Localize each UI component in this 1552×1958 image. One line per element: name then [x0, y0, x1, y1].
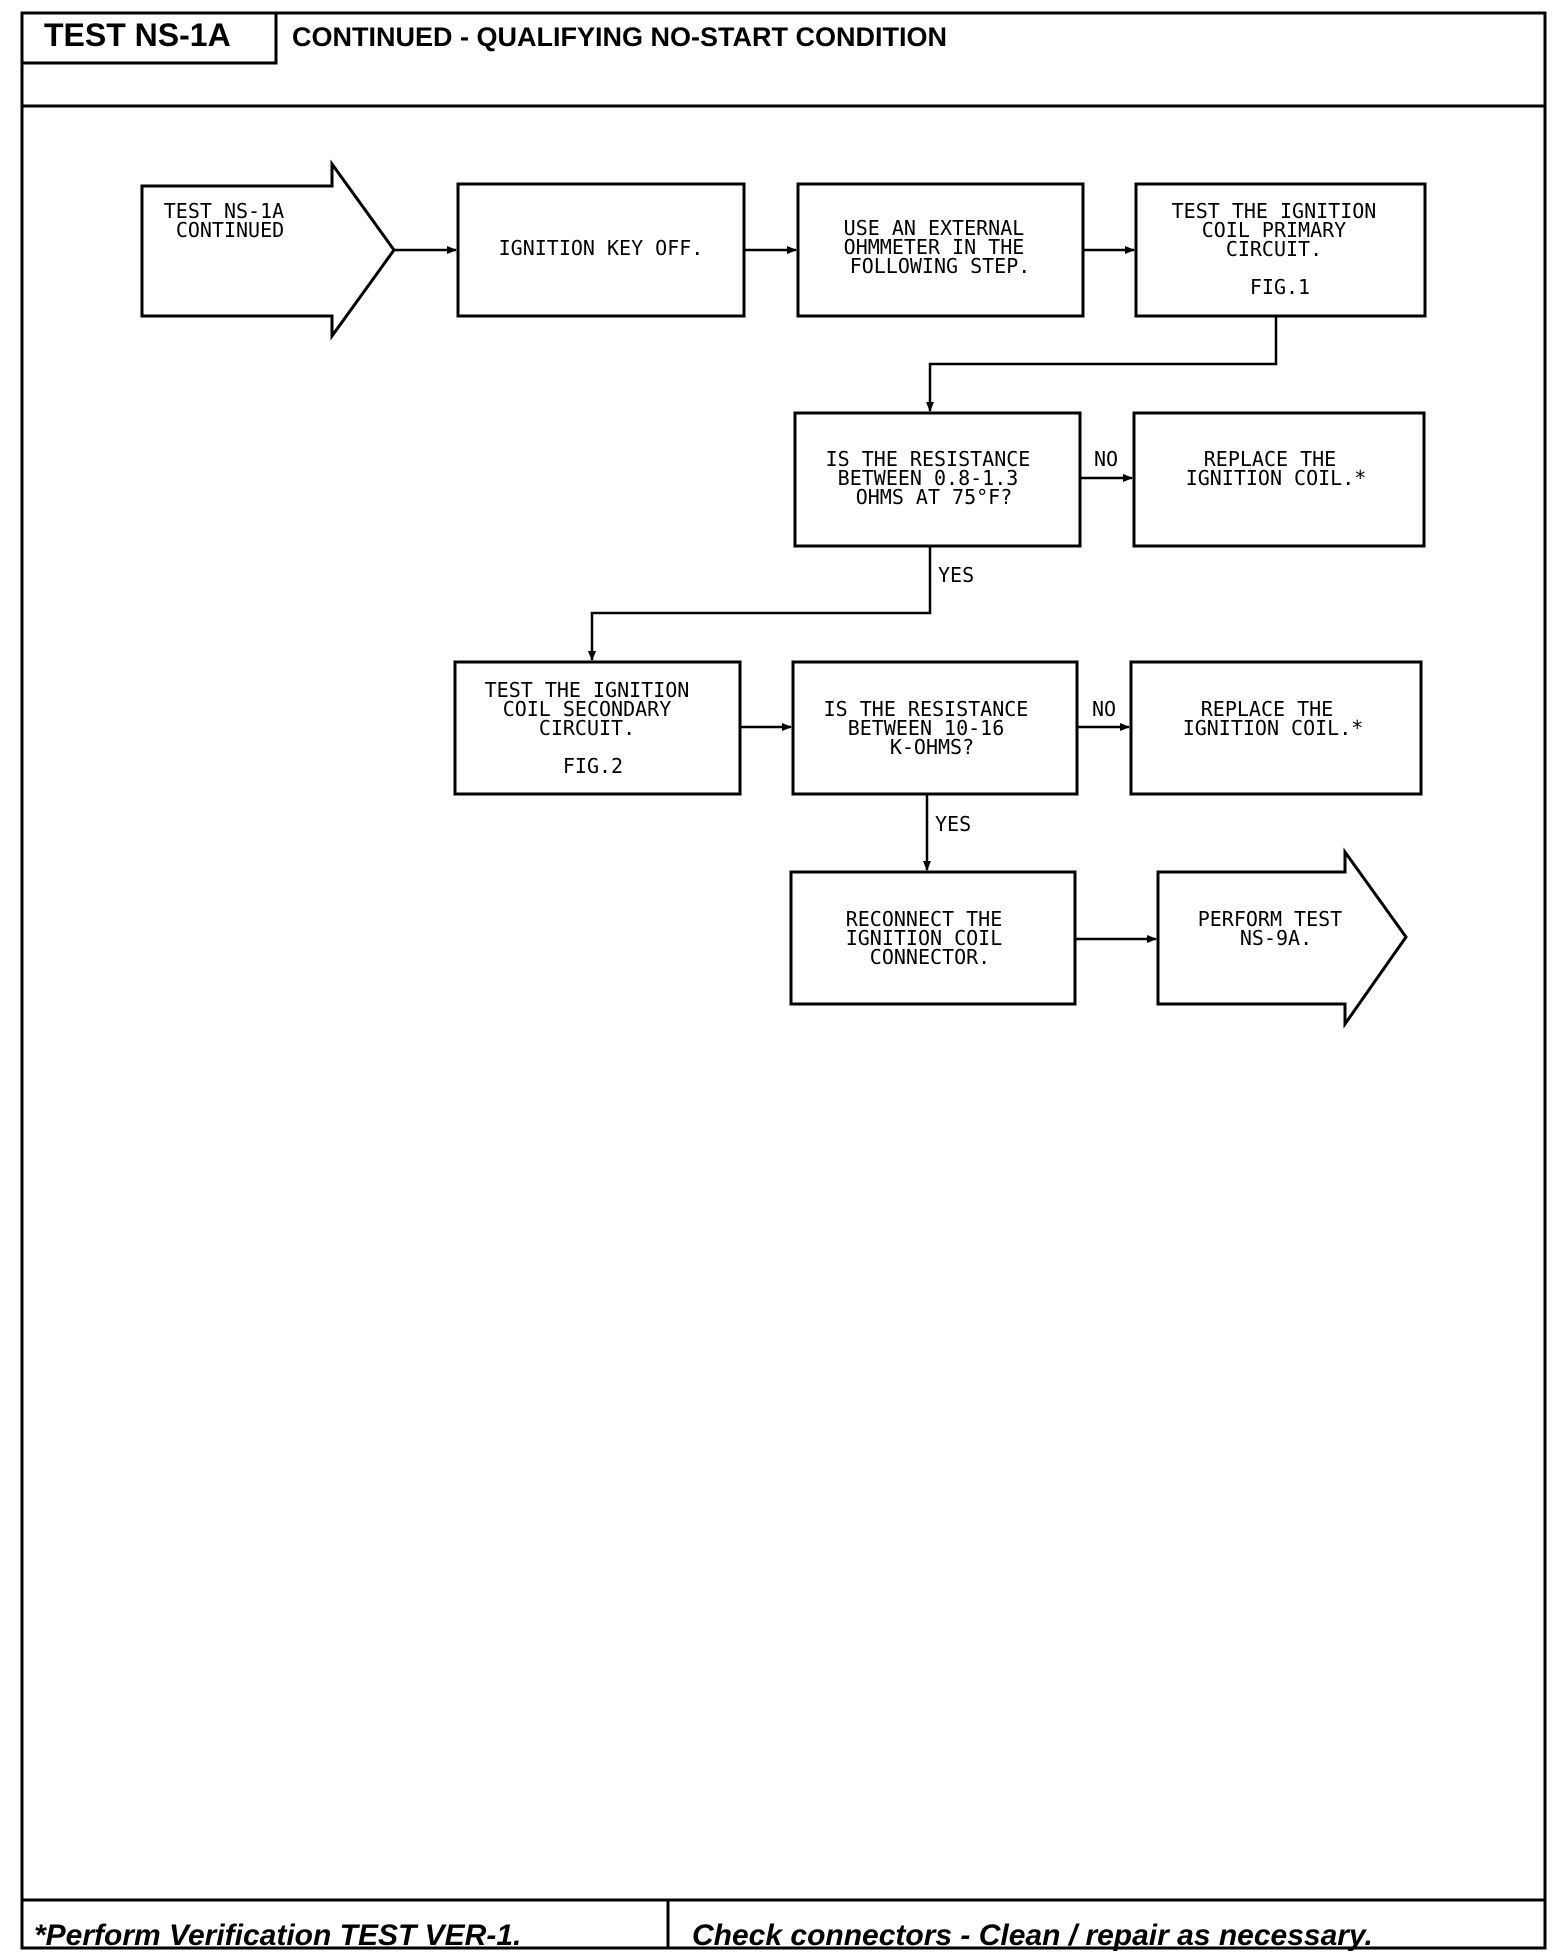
connector-question-secondary — [588, 546, 932, 661]
reconnect-line-1: RECONNECT THE — [846, 907, 1003, 931]
primary-question-box — [793, 411, 1082, 548]
secondary-question-line-3: K-OHMS? — [890, 735, 974, 759]
perform-line-2: NS-9A. — [1240, 926, 1312, 950]
replace-2-line-1: REPLACE THE — [1201, 697, 1333, 721]
ohmmeter-line-1: USE AN EXTERNAL — [844, 216, 1025, 240]
primary-question-line-3: OHMS AT 75°F? — [856, 485, 1013, 509]
replace-1-line-1: REPLACE THE — [1204, 447, 1336, 471]
perform-text: PERFORM TEST NS-9A. — [1198, 907, 1355, 950]
primary-question-line-2: BETWEEN 0.8-1.3 — [838, 466, 1019, 490]
header-tab-box — [20, 11, 278, 65]
key-off-text: IGNITION KEY OFF. — [499, 236, 704, 260]
replace-coil-box-2 — [1129, 660, 1423, 796]
no-label-1: NO — [1094, 447, 1118, 471]
start-arrow-shape — [140, 159, 396, 341]
reconnect-line-3: CONNECTOR. — [870, 945, 990, 969]
perform-arrow-shape — [1156, 847, 1408, 1029]
start-text: TEST NS-1A CONTINUED — [164, 199, 296, 242]
ohmmeter-line-3: FOLLOWING STEP. — [850, 254, 1031, 278]
footer-verification-note: *Perform Verification TEST VER-1. — [34, 1919, 522, 1952]
secondary-question-line-2: BETWEEN 10-16 — [848, 716, 1005, 740]
test-id-tab: TEST NS-1A — [44, 17, 231, 53]
primary-test-text: TEST THE IGNITION COIL PRIMARY CIRCUIT. … — [1172, 199, 1389, 299]
replace-1-text: REPLACE THE IGNITION COIL.* — [1186, 447, 1367, 490]
secondary-test-fig: FIG.2 — [563, 754, 623, 778]
reconnect-line-2: IGNITION COIL — [846, 926, 1003, 950]
secondary-test-line-3: CIRCUIT. — [539, 716, 635, 740]
primary-test-box — [1134, 182, 1427, 318]
connector-primary-question — [926, 316, 1278, 412]
secondary-test-text: TEST THE IGNITION COIL SECONDARY CIRCUIT… — [485, 678, 702, 778]
replace-1-line-2: IGNITION COIL.* — [1186, 466, 1367, 490]
replace-2-line-2: IGNITION COIL.* — [1183, 716, 1364, 740]
primary-test-line-1: TEST THE IGNITION — [1172, 199, 1377, 223]
replace-2-text: REPLACE THE IGNITION COIL.* — [1183, 697, 1364, 740]
perform-line-1: PERFORM TEST — [1198, 907, 1343, 931]
ohmmeter-line-2: OHMMETER IN THE — [844, 235, 1025, 259]
key-off-line-1: IGNITION KEY OFF. — [499, 236, 704, 260]
page-title: CONTINUED - QUALIFYING NO-START CONDITIO… — [292, 22, 947, 52]
secondary-question-line-1: IS THE RESISTANCE — [824, 697, 1029, 721]
reconnect-text: RECONNECT THE IGNITION COIL CONNECTOR. — [846, 907, 1015, 969]
replace-coil-box-1 — [1132, 411, 1426, 548]
outer-border — [20, 11, 1547, 1950]
primary-question-text: IS THE RESISTANCE BETWEEN 0.8-1.3 OHMS A… — [826, 447, 1043, 509]
secondary-question-text: IS THE RESISTANCE BETWEEN 10-16 K-OHMS? — [824, 697, 1041, 759]
yes-label-2: YES — [935, 812, 971, 836]
start-line-2: CONTINUED — [176, 218, 284, 242]
ohmmeter-text: USE AN EXTERNAL OHMMETER IN THE FOLLOWIN… — [844, 216, 1037, 278]
primary-test-line-3: CIRCUIT. — [1226, 237, 1322, 261]
secondary-test-line-1: TEST THE IGNITION — [485, 678, 690, 702]
yes-label-1: YES — [938, 563, 974, 587]
start-line-1: TEST NS-1A — [164, 199, 284, 223]
primary-test-fig: FIG.1 — [1250, 275, 1310, 299]
no-label-2: NO — [1092, 697, 1116, 721]
primary-question-line-1: IS THE RESISTANCE — [826, 447, 1031, 471]
footer-connectors-note: Check connectors - Clean / repair as nec… — [692, 1919, 1373, 1952]
